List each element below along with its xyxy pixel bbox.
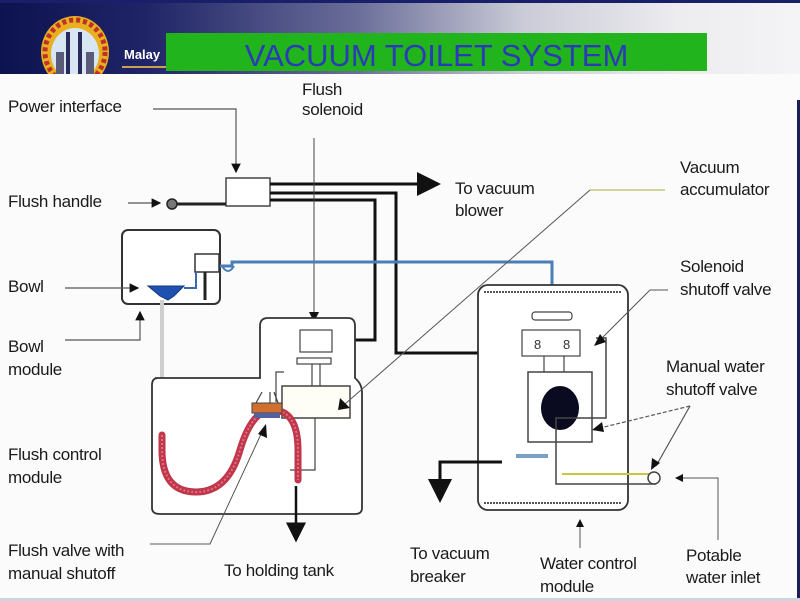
bowl-icon	[146, 285, 186, 301]
label-to-vacuum-blower-line2: blower	[455, 201, 504, 220]
solenoid-shutoff-valve-top	[531, 311, 573, 321]
label-solenoid-shutoff-line2: shutoff valve	[680, 280, 772, 299]
svg-text:8: 8	[563, 337, 570, 352]
valve-drum-icon	[541, 386, 579, 430]
label-vacuum-accumulator-line2: accumulator	[680, 180, 770, 199]
solenoid-shutoff-leader	[599, 289, 668, 341]
flush-solenoid-arrow	[309, 312, 319, 322]
label-flush-valve-line1: Flush valve with	[8, 541, 125, 560]
label-water-control-module-line2: module	[540, 577, 594, 596]
label-bowl-module-line2: module	[8, 360, 62, 379]
label-flush-valve-line2: manual shutoff	[8, 564, 116, 583]
label-vacuum-accumulator-line1: Vacuum	[680, 158, 740, 177]
header-top-line	[0, 0, 800, 3]
label-manual-water-shutoff-line2: shutoff valve	[666, 380, 758, 399]
flush-handle-icon	[128, 198, 226, 210]
label-flush-control-module-line2: module	[8, 468, 62, 487]
power-interface-leader	[153, 108, 241, 174]
label-water-control-module-line1: Water control	[540, 554, 637, 573]
label-solenoid-shutoff-line1: Solenoid	[680, 257, 744, 276]
potable-water-leader	[675, 474, 719, 540]
rinse-water-line	[220, 260, 554, 300]
label-to-vacuum-blower-line1: To vacuum	[455, 179, 535, 198]
slide-bottom-border	[0, 598, 800, 601]
bowl-rinse-line	[184, 272, 197, 289]
vacuum-breaker-arrow	[428, 460, 502, 503]
label-flush-handle: Flush handle	[8, 192, 102, 211]
label-flush-solenoid-line2: solenoid	[302, 100, 363, 119]
organization-name: Malay	[124, 47, 161, 62]
svg-text:8: 8	[534, 337, 541, 352]
vacuum-accumulator-box	[281, 385, 351, 419]
label-bowl: Bowl	[8, 277, 44, 296]
university-logo-icon	[41, 16, 109, 76]
slide-right-border	[797, 100, 800, 601]
label-to-holding-tank: To holding tank	[224, 561, 334, 580]
label-flush-solenoid-line1: Flush	[302, 80, 343, 99]
label-flush-control-module-line1: Flush control	[8, 445, 102, 464]
flush-solenoid-plate	[296, 357, 332, 365]
label-power-interface: Power interface	[8, 97, 122, 116]
label-potable-water-inlet-line2: water inlet	[686, 568, 761, 587]
org-underline	[122, 66, 170, 68]
label-to-vacuum-breaker-line2: breaker	[410, 567, 466, 586]
label-to-vacuum-breaker-line1: To vacuum	[410, 544, 490, 563]
slide-header: Malay VACUUM TOILET SYSTEM	[0, 0, 800, 76]
flush-solenoid-box	[299, 329, 333, 353]
solenoid-shutoff-valve-box	[521, 329, 581, 357]
bowl-rim-box	[194, 253, 220, 273]
diagram-area	[0, 74, 800, 601]
title-bar: VACUUM TOILET SYSTEM	[166, 33, 707, 73]
slide-title: VACUUM TOILET SYSTEM	[244, 39, 629, 73]
label-manual-water-shutoff-line1: Manual water	[666, 357, 765, 376]
manual-valve-handle-icon	[647, 471, 661, 485]
bowl-module-leader	[65, 310, 145, 341]
label-potable-water-inlet-line1: Potable	[686, 546, 742, 565]
flush-valve	[251, 402, 283, 414]
manual-shutoff-leader	[599, 405, 691, 429]
label-bowl-module-line1: Bowl	[8, 337, 44, 356]
flush-valve-leader	[150, 431, 263, 545]
power-interface-box	[225, 177, 271, 207]
